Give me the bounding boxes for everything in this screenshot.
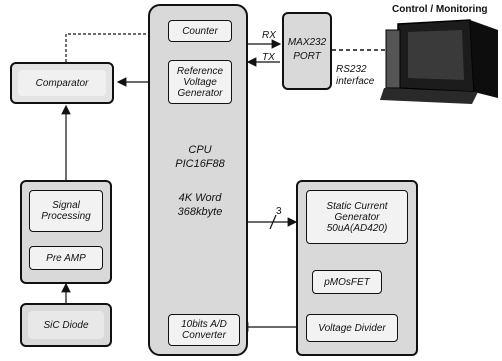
cpu-model: PIC16F88 (160, 158, 240, 171)
port-label: PORT (284, 50, 330, 63)
pre-amp-box: Pre AMP (29, 246, 103, 270)
rx-label: RX (262, 30, 276, 41)
cpu-memory-bytes: 368kbyte (160, 206, 240, 219)
cpu-label: CPU (160, 144, 240, 157)
analog-frontend-box: Signal Processing Pre AMP (20, 180, 112, 284)
pmosfet-box: pMOsFET (312, 270, 382, 294)
voltage-divider-box: Voltage Divider (306, 314, 398, 342)
adc-box: 10bits A/D Converter (168, 314, 240, 346)
interface-label: interface (336, 76, 374, 87)
comparator-box: Comparator (10, 62, 114, 104)
bus-width-label: 3 (276, 206, 282, 217)
signal-processing-box: Signal Processing (29, 190, 103, 232)
cpu-memory-words: 4K Word (160, 192, 240, 205)
counter-box: Counter (168, 20, 232, 42)
tx-label: TX (262, 52, 275, 63)
sic-diode-label: SiC Diode (28, 311, 104, 339)
static-current-box: Static Current Generator 50uA(AD420) (306, 190, 408, 244)
computer-icon (380, 20, 498, 104)
rs232-label: RS232 (336, 64, 367, 75)
cpu-box: Counter Reference Voltage Generator CPU … (148, 4, 248, 356)
measurement-box: Static Current Generator 50uA(AD420) pMO… (296, 180, 418, 356)
control-monitoring-label: Control / Monitoring (392, 4, 488, 15)
comparator-label: Comparator (18, 70, 106, 96)
sic-diode-box: SiC Diode (20, 303, 112, 347)
port-chip-label: MAX232 (284, 36, 330, 49)
max232-port-box: MAX232 PORT (282, 12, 332, 90)
ref-voltage-box: Reference Voltage Generator (168, 60, 232, 104)
